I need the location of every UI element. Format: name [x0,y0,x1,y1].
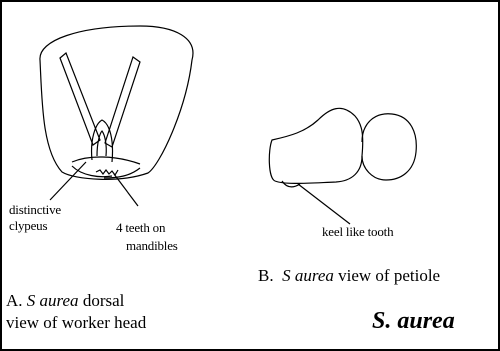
label-clypeus-line1: distinctive [9,203,61,216]
left-mandible [72,166,112,177]
clypeus-leader-line [50,162,86,200]
label-keel: keel like tooth [322,225,393,238]
caption-a-prefix: A. [6,291,23,310]
caption-a-line1: A. S aurea dorsal [6,292,124,309]
petiole-node [269,108,362,183]
caption-a-line2: view of worker head [6,314,146,331]
caption-b-rest: view of petiole [338,266,440,285]
label-teeth-line2: mandibles [126,239,178,252]
teeth-leader-line [114,174,138,206]
postpetiole-node [362,114,416,180]
label-clypeus-line2: clypeus [9,219,47,232]
species-title: S. aurea [372,309,455,333]
caption-a-species: S aurea [27,291,79,310]
caption-b: B. S aurea view of petiole [258,267,440,284]
caption-b-prefix: B. [258,266,274,285]
caption-b-species: S aurea [282,266,334,285]
label-teeth-line1: 4 teeth on [116,221,165,234]
clypeus [72,157,140,164]
worker-head-outline [40,26,193,179]
caption-a-rest: dorsal [83,291,125,310]
keel-leader-line [298,184,350,224]
